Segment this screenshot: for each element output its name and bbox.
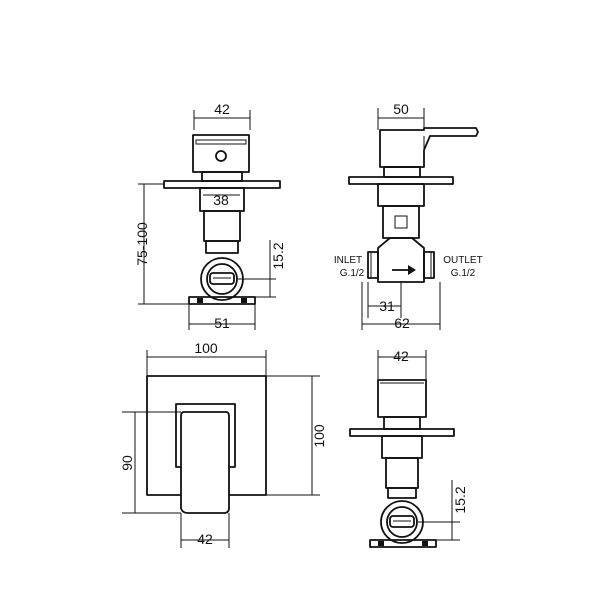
- faceplate-height-dimension: 100: [266, 375, 327, 496]
- back-top-width-label: 42: [393, 348, 409, 364]
- faceplate-handle-height-label: 90: [119, 455, 135, 471]
- side-inlet-offset-dimension: 31: [367, 282, 402, 318]
- faceplate-width-dimension: 100: [146, 340, 267, 376]
- back-handle: [377, 379, 427, 418]
- side-plate: [348, 176, 454, 185]
- faceplate-view: 100 100 90 42: [119, 340, 327, 548]
- front-offset-dimension: 15.2: [238, 240, 286, 298]
- front-base-width-label: 51: [214, 315, 230, 331]
- faceplate-handle-lever: [180, 411, 230, 514]
- front-plate-width-dimension: 38: [203, 192, 240, 208]
- side-top-width-label: 50: [393, 101, 409, 117]
- faceplate-width-label: 100: [194, 340, 218, 356]
- faceplate-handle-width-dimension: 42: [180, 513, 230, 548]
- back-offset-dimension: 15.2: [418, 480, 468, 541]
- back-base: [369, 539, 437, 548]
- side-inlet-thread-label: G.1/2: [340, 268, 365, 279]
- front-handle: [192, 134, 250, 173]
- back-offset-label: 15.2: [452, 486, 468, 513]
- side-body-width-label: 62: [394, 315, 410, 331]
- front-plate-width-label: 38: [213, 192, 229, 208]
- side-view: 50 INLET G.1/2 OUTLET G.1/2: [334, 101, 483, 331]
- side-outlet-port: [423, 251, 435, 279]
- side-outlet-thread-label: G.1/2: [451, 268, 476, 279]
- front-plate: [163, 180, 281, 189]
- front-base: [188, 296, 256, 305]
- side-valve-body: [377, 237, 425, 283]
- back-top-width-dimension: 42: [377, 348, 427, 380]
- faceplate-height-label: 100: [311, 424, 327, 448]
- front-offset-label: 15.2: [270, 242, 286, 269]
- side-top-width-dimension: 50: [377, 101, 425, 130]
- side-inlet-offset-label: 31: [379, 298, 395, 314]
- front-depth-label: 75-100: [134, 222, 150, 266]
- faceplate-handle-height-dimension: 90: [119, 411, 181, 514]
- front-base-width-dimension: 51: [188, 304, 256, 331]
- front-top-width-dimension: 42: [193, 101, 251, 130]
- front-view: 42 38 75-100: [134, 101, 286, 331]
- front-handle-hole: [215, 150, 227, 162]
- back-view: 42 15.2: [349, 348, 468, 548]
- front-depth-dimension: 75-100: [134, 183, 189, 305]
- side-outlet-label: OUTLET: [443, 255, 482, 266]
- side-body-width-dimension: 62: [361, 282, 441, 331]
- side-inlet-port: [367, 251, 379, 279]
- side-inlet-label: INLET: [334, 255, 362, 266]
- faceplate-handle-width-label: 42: [197, 531, 213, 547]
- front-top-width-label: 42: [214, 101, 230, 117]
- back-plate: [349, 428, 455, 437]
- side-handle: [379, 127, 479, 168]
- side-flow-arrow-icon: [392, 265, 416, 275]
